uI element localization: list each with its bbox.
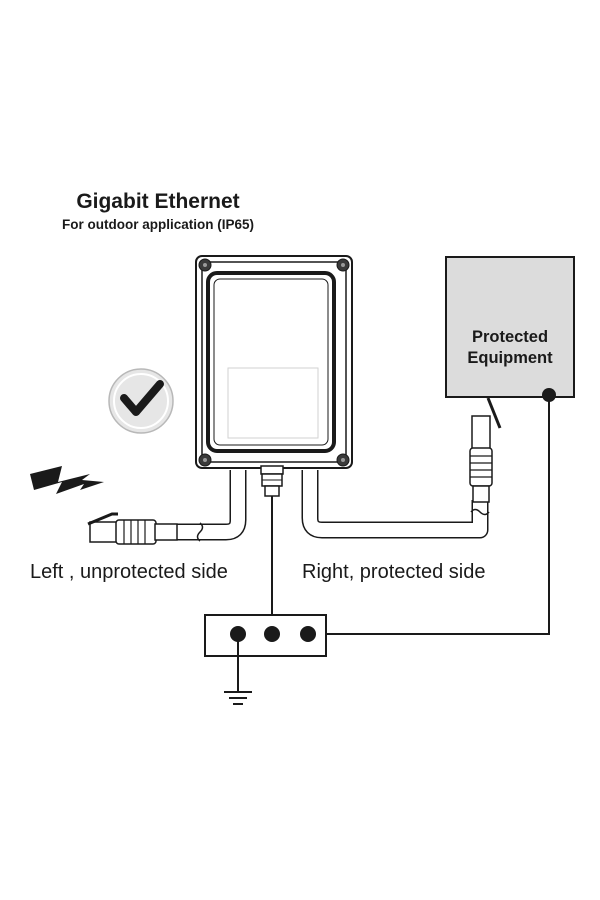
corner-screws: [198, 258, 350, 467]
right-cable: [301, 470, 490, 539]
equipment-plug: [469, 397, 502, 503]
grounding-stud: [260, 465, 284, 497]
surge-protector-device: [195, 255, 353, 497]
diagram-subtitle: For outdoor application (IP65): [62, 217, 254, 232]
input-plug: [87, 512, 178, 545]
protected-equipment-box: [445, 256, 575, 398]
lightning-bolt-icon: [30, 466, 104, 494]
unprotected-side-label: Left , unprotected side: [30, 561, 228, 583]
left-cable: [175, 470, 247, 542]
check-badge-icon: [108, 368, 174, 434]
ground-symbol-icon: [224, 691, 252, 705]
equipment-label-line-1: Protected: [471, 328, 549, 346]
protected-side-label: Right, protected side: [302, 561, 486, 583]
diagram-title: Gigabit Ethernet: [76, 190, 240, 213]
equipment-label-line-2: Equipment: [467, 349, 553, 367]
ground-wiring: [204, 388, 556, 692]
